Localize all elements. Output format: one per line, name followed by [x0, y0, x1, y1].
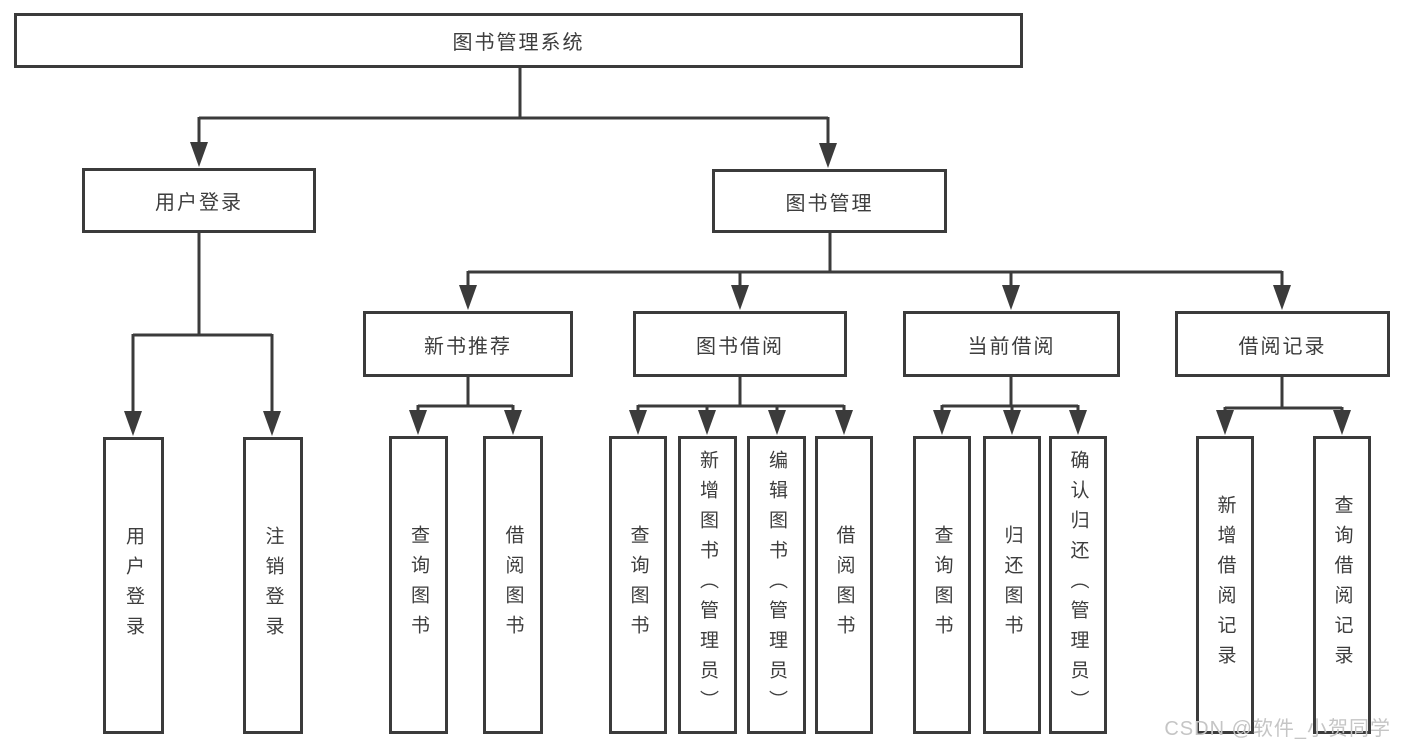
node-label: 查询图书 — [408, 525, 429, 645]
leaf-newbook-borrow: 借阅图书 — [483, 436, 543, 734]
node-label: 图书管理系统 — [452, 32, 585, 54]
leaf-current-query: 查询图书 — [913, 436, 971, 734]
node-label: 编辑图书（管理员） — [766, 450, 787, 720]
leaf-borrow-book: 借阅图书 — [815, 436, 873, 734]
node-label: 归还图书 — [1001, 525, 1023, 645]
node-label: 查询图书 — [627, 525, 649, 645]
node-label: 用户登录 — [123, 525, 144, 646]
csdn-watermark: CSDN @软件_小贺同学 — [1164, 718, 1391, 740]
node-label: 借阅记录 — [1238, 335, 1327, 358]
node-label: 查询图书 — [931, 525, 953, 645]
node-label: 新增图书（管理员） — [697, 450, 718, 720]
leaf-borrow-edit-admin: 编辑图书（管理员） — [747, 436, 806, 734]
leaf-current-confirm-admin: 确认归还（管理员） — [1049, 436, 1107, 734]
node-label: 新增借阅记录 — [1214, 495, 1236, 675]
leaf-newbook-query: 查询图书 — [389, 436, 448, 734]
node-book-management: 图书管理 — [712, 169, 947, 233]
node-user-login: 用户登录 — [82, 168, 316, 233]
node-borrowing-records: 借阅记录 — [1175, 311, 1390, 377]
leaf-logout: 注销登录 — [243, 437, 303, 734]
arrowheads — [124, 142, 1351, 436]
node-book-borrowing: 图书借阅 — [633, 311, 847, 377]
leaf-record-query: 查询借阅记录 — [1313, 436, 1371, 734]
leaf-current-return: 归还图书 — [983, 436, 1041, 734]
node-label: 图书管理 — [785, 192, 874, 215]
node-label: 借阅图书 — [833, 525, 855, 645]
node-label: 确认归还（管理员） — [1067, 450, 1089, 720]
node-root-system: 图书管理系统 — [14, 13, 1023, 68]
node-label: 借阅图书 — [502, 525, 524, 645]
node-current-borrowing: 当前借阅 — [903, 311, 1120, 377]
node-label: 注销登录 — [262, 525, 284, 646]
leaf-borrow-query: 查询图书 — [609, 436, 667, 734]
node-label: 图书借阅 — [696, 335, 784, 358]
node-label: 当前借阅 — [967, 335, 1056, 358]
node-label: 新书推荐 — [424, 335, 512, 358]
leaf-borrow-add-admin: 新增图书（管理员） — [678, 436, 737, 734]
leaf-user-login: 用户登录 — [103, 437, 164, 734]
leaf-record-add: 新增借阅记录 — [1196, 436, 1254, 734]
node-new-book-recommend: 新书推荐 — [363, 311, 573, 377]
node-label: 查询借阅记录 — [1331, 495, 1353, 675]
node-label: 用户登录 — [155, 192, 243, 214]
